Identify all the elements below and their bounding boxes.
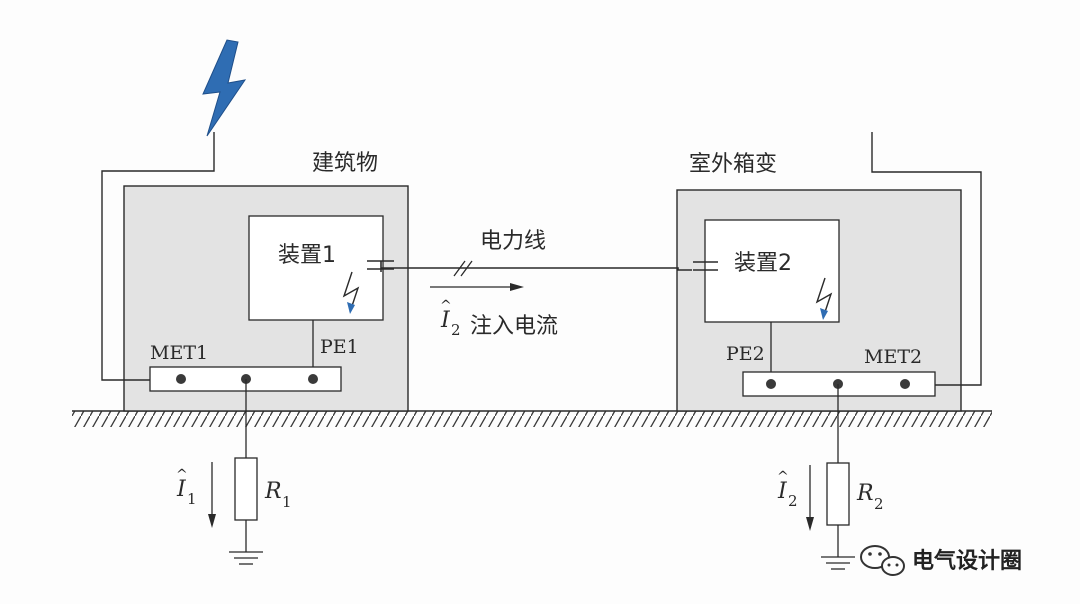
injection-arrow (430, 283, 524, 291)
down-conductor-right (871, 132, 982, 386)
met2-bar (742, 371, 936, 397)
svg-text:I: I (440, 308, 451, 333)
power-line-slashes (453, 260, 473, 277)
ground-hatching (72, 410, 992, 427)
svg-text:I: I (777, 479, 788, 504)
svg-text:2: 2 (874, 495, 884, 513)
capacitor-2 (693, 261, 718, 271)
met2-label: MET2 (864, 346, 922, 368)
svg-text:1: 1 (187, 490, 197, 508)
svg-text:^: ^ (176, 467, 188, 483)
resistor-2-label: R 2 (856, 481, 884, 513)
earth-path-2 (821, 384, 855, 570)
device1-box (248, 215, 384, 321)
lightning-strike-icon (202, 39, 247, 137)
svg-text:R: R (264, 479, 282, 504)
earth-current-2-symbol: I ^ 2 (777, 469, 798, 510)
small-lightning-icon-1 (342, 271, 360, 314)
substation-label: 室外箱变 (689, 152, 777, 177)
svg-text:2: 2 (451, 321, 461, 339)
power-line (380, 261, 692, 271)
svg-text:^: ^ (440, 298, 452, 314)
svg-text:I: I (176, 477, 187, 502)
svg-text:1: 1 (282, 493, 292, 511)
met1-bar (149, 366, 342, 392)
device1-label: 装置1 (278, 243, 336, 268)
small-lightning-icon-2 (815, 277, 833, 320)
power-line-label: 电力线 (480, 229, 546, 254)
injected-current-label: 注入电流 (470, 314, 558, 339)
wechat-icon (860, 545, 905, 576)
watermark: 电气设计圈 (860, 545, 1022, 576)
down-conductor-left (101, 132, 215, 381)
current-arrow-1 (208, 462, 216, 528)
watermark-text: 电气设计圈 (912, 548, 1022, 574)
device2-label: 装置2 (734, 251, 792, 276)
resistor-1-label: R 1 (264, 479, 292, 511)
pe2-label: PE2 (726, 343, 765, 365)
pe1-label: PE1 (320, 336, 359, 358)
svg-text:R: R (856, 481, 874, 506)
met1-label: MET1 (150, 342, 208, 364)
svg-text:^: ^ (777, 469, 789, 485)
device2-box (704, 219, 840, 323)
building-label: 建筑物 (312, 151, 378, 176)
current-arrow-2 (806, 465, 814, 531)
svg-text:2: 2 (788, 492, 798, 510)
earth-current-1-symbol: I ^ 1 (176, 467, 197, 508)
injection-current-symbol: I ^ 2 (440, 298, 461, 339)
earth-path-1 (229, 379, 263, 565)
